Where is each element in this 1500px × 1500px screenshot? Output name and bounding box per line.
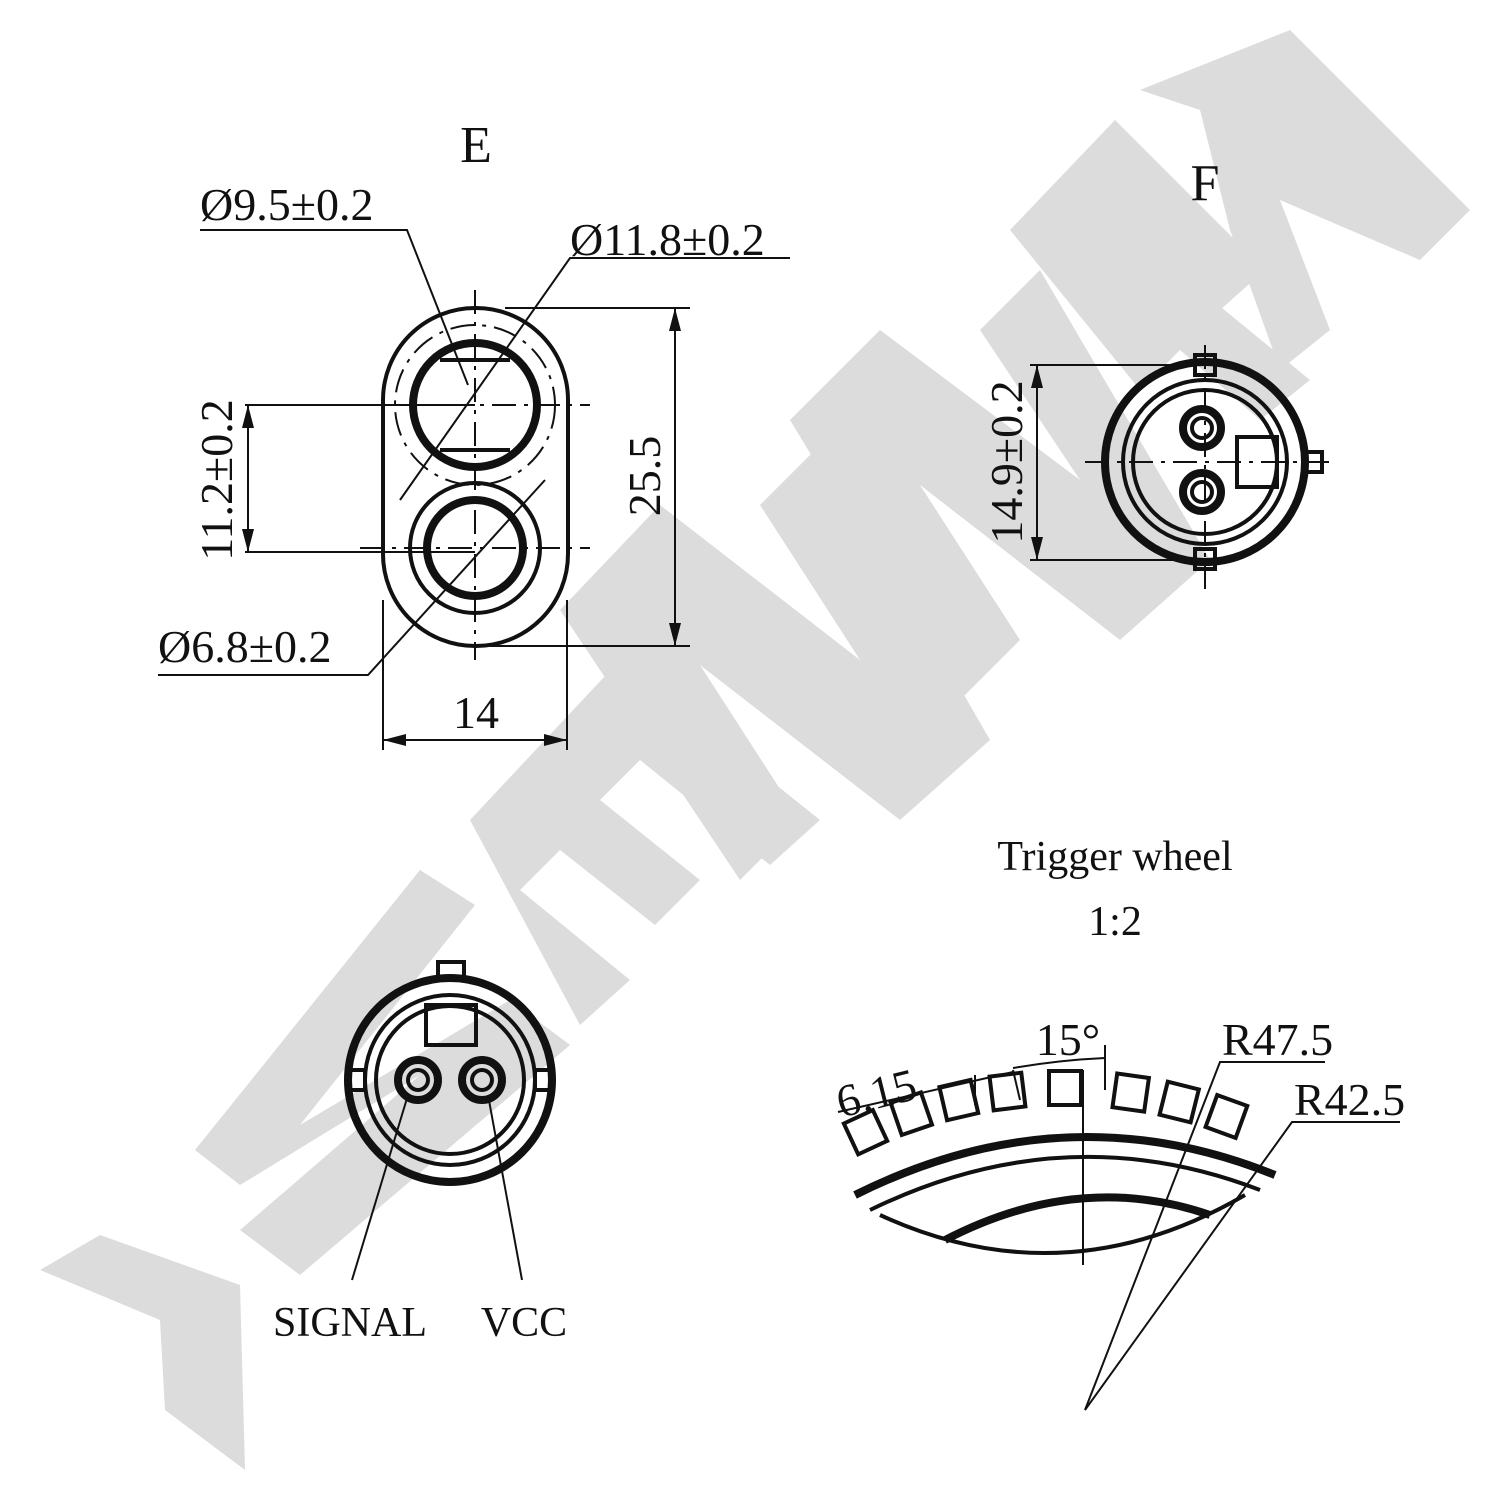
trigger-wheel: Trigger wheel 1:2 6.15 15° R47.5 R42.5 bbox=[831, 834, 1405, 1411]
dim-length: 25.5 bbox=[619, 436, 670, 517]
pin-signal-label: SIGNAL bbox=[273, 1300, 427, 1346]
wheel-tooth bbox=[841, 1107, 890, 1158]
pin-vcc-label: VCC bbox=[481, 1300, 567, 1346]
leader-signal bbox=[351, 1094, 409, 1281]
trigger-wheel-title: Trigger wheel bbox=[997, 834, 1232, 880]
vcc-pin bbox=[458, 1056, 506, 1104]
leader-bore bbox=[200, 229, 469, 386]
arrow-head bbox=[383, 734, 406, 746]
wheel-tooth bbox=[987, 1070, 1028, 1113]
face-lug-top bbox=[436, 960, 466, 982]
arrow-head bbox=[242, 405, 254, 428]
dim-tooth: 6.15 bbox=[831, 1058, 921, 1127]
watermark bbox=[40, 30, 1470, 1470]
face-key bbox=[424, 1003, 478, 1047]
wheel-tooth bbox=[1157, 1079, 1202, 1125]
dim-bore: Ø9.5±0.2 bbox=[200, 179, 373, 230]
face-lug-right bbox=[533, 1068, 553, 1092]
wheel-outer-arc bbox=[853, 1132, 1277, 1199]
wheel-tooth bbox=[937, 1077, 981, 1123]
view-f: F 14.9±0.2 bbox=[981, 155, 1335, 590]
dim-center-distance: 11.2±0.2 bbox=[191, 399, 242, 561]
leader-outer bbox=[399, 257, 790, 501]
face-lug-left bbox=[347, 1068, 367, 1092]
dim-outer: Ø11.8±0.2 bbox=[570, 214, 765, 265]
dim-hole: Ø6.8±0.2 bbox=[158, 621, 331, 672]
pin-lower-core bbox=[1190, 480, 1214, 504]
view-e: E 11.2±0.2 25.5 bbox=[158, 117, 790, 750]
trigger-wheel-scale: 1:2 bbox=[1088, 899, 1142, 945]
view-e-label: E bbox=[460, 117, 492, 174]
signal-pin-core bbox=[406, 1068, 430, 1092]
connector-face: SIGNAL VCC bbox=[273, 960, 567, 1346]
wheel-hub-inner-arc bbox=[943, 1193, 1212, 1244]
arrow-head bbox=[669, 308, 681, 331]
dim-width: 14 bbox=[453, 687, 499, 738]
signal-pin bbox=[394, 1056, 442, 1104]
pin-lower bbox=[1179, 469, 1225, 515]
arrow-head bbox=[544, 734, 567, 746]
vcc-pin-core bbox=[470, 1068, 494, 1092]
leader-inner-radius bbox=[1084, 1121, 1400, 1411]
dim-diameter: 14.9±0.2 bbox=[981, 380, 1032, 543]
arrow-head bbox=[1031, 537, 1043, 560]
arrow-head bbox=[669, 623, 681, 646]
dim-tooth-line bbox=[837, 1071, 1014, 1113]
ext-line-tooth-right bbox=[1012, 1069, 1021, 1101]
wheel-tooth bbox=[1203, 1092, 1250, 1141]
leader-outer-radius bbox=[1084, 1061, 1325, 1411]
pin-upper-core bbox=[1190, 416, 1214, 440]
wheel-hub-arc bbox=[879, 1193, 1247, 1256]
leader-hole bbox=[158, 479, 546, 676]
wheel-tooth bbox=[888, 1089, 935, 1138]
dim-outer-radius: R47.5 bbox=[1222, 1014, 1333, 1065]
dim-inner-radius: R42.5 bbox=[1294, 1074, 1405, 1125]
leader-vcc bbox=[487, 1094, 523, 1281]
wheel-tooth bbox=[1047, 1069, 1083, 1107]
dim-angle-arc bbox=[1012, 1057, 1106, 1069]
view-f-label: F bbox=[1191, 155, 1220, 212]
arrow-head bbox=[1031, 365, 1043, 388]
wheel-tooth bbox=[1110, 1071, 1152, 1114]
pin-upper bbox=[1179, 405, 1225, 451]
dim-angle: 15° bbox=[1036, 1014, 1100, 1065]
arrow-head bbox=[242, 529, 254, 552]
wheel-inner-arc bbox=[869, 1154, 1261, 1212]
